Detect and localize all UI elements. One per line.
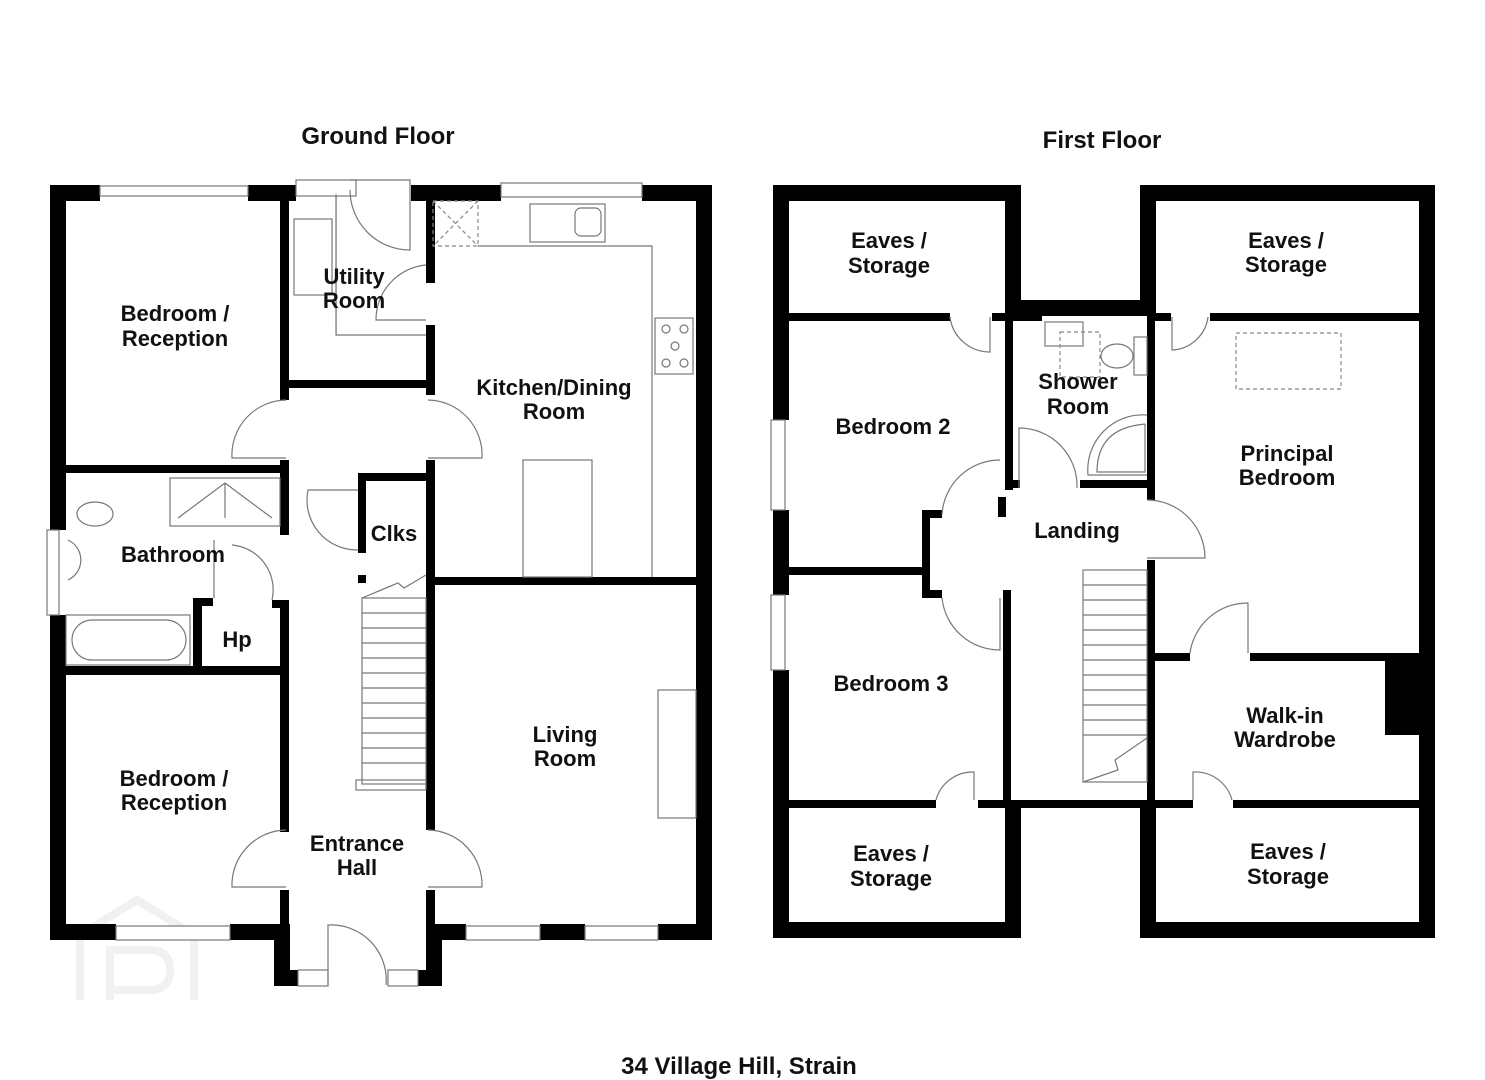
door-swing-icon [935, 771, 975, 801]
room-label-kitchen-line1: Kitchen/Dining [476, 375, 631, 400]
first-floor-walls [773, 185, 1435, 938]
door-swing-icon [231, 829, 287, 888]
kitchen-sink-icon [529, 203, 606, 243]
room-label-kitchen-line2: Room [523, 399, 585, 424]
room-label-clks: Clks [371, 521, 417, 546]
door-swing-icon [427, 829, 483, 888]
door-swing-icon [349, 179, 411, 251]
room-label-utility-line2: Room [323, 288, 385, 313]
room-label-living-line1: Living [533, 722, 598, 747]
shower-tray-icon [169, 477, 281, 527]
room-label-eaves-1-line1: Eaves / [851, 228, 927, 253]
room-label-eaves-3-line2: Storage [850, 866, 932, 891]
door-swing-icon [1171, 316, 1209, 351]
door-swing-icon [941, 597, 1001, 651]
ground-floor-windows [46, 179, 659, 987]
floor-title-ground: Ground Floor [301, 123, 454, 150]
first-floor-labels: First Floor Eaves / Storage Eaves / Stor… [834, 127, 1336, 891]
room-label-bedroom-2: Bedroom 2 [836, 414, 951, 439]
ground-floor-doors [231, 179, 483, 986]
door-swing-icon [375, 264, 427, 321]
first-floor-windows [770, 419, 786, 671]
room-label-principal-line1: Principal [1241, 441, 1334, 466]
door-swing-icon [427, 399, 483, 459]
basin-icon [1044, 321, 1084, 347]
utility-sink-icon [293, 218, 333, 296]
door-swing-icon [1192, 771, 1233, 801]
hob-extractor-icon [432, 200, 479, 247]
door-swing-icon [306, 489, 359, 551]
room-label-entrance-line1: Entrance [310, 831, 404, 856]
cooker-hob-icon [654, 317, 694, 375]
ground-floor-fixtures [65, 194, 697, 819]
door-swing-icon [1018, 427, 1078, 489]
address-caption: 34 Village Hill, Strain [621, 1053, 857, 1080]
room-label-eaves-2-line1: Eaves / [1248, 228, 1324, 253]
watermark-logo-icon [76, 895, 198, 1000]
room-label-wardrobe-line1: Walk-in [1246, 703, 1323, 728]
first-floor-stairs-icon [1082, 569, 1148, 783]
room-label-shower-line1: Shower [1038, 369, 1118, 394]
room-label-bedroom-reception2-line1: Bedroom / [120, 766, 229, 791]
ground-floor-walls [50, 185, 712, 986]
first-floor-fixtures [1044, 321, 1342, 476]
room-label-eaves-1-line2: Storage [848, 253, 930, 278]
room-label-bedroom-reception-line1: Bedroom / [121, 301, 230, 326]
door-swing-icon [231, 399, 287, 459]
room-label-hp: Hp [222, 627, 251, 652]
room-label-eaves-2-line2: Storage [1245, 252, 1327, 277]
room-label-entrance-line2: Hall [337, 855, 377, 880]
room-label-principal-line2: Bedroom [1239, 465, 1336, 490]
ground-floor-labels: Ground Floor Bedroom / Reception Utility… [120, 123, 632, 880]
door-swing-icon [949, 316, 991, 353]
rooflight-icon [1235, 332, 1342, 390]
room-label-eaves-4-line2: Storage [1247, 864, 1329, 889]
toilet-icon [76, 501, 114, 527]
door-swing-icon [1189, 602, 1249, 654]
first-floor-doors [935, 316, 1249, 801]
door-swing-icon [941, 459, 1001, 516]
first-floor-plan: First Floor Eaves / Storage Eaves / Stor… [770, 127, 1435, 938]
bath-icon [71, 619, 187, 661]
shower-enclosure-icon [1087, 414, 1148, 476]
room-label-eaves-3-line1: Eaves / [853, 841, 929, 866]
door-swing-icon [327, 924, 387, 986]
room-label-wardrobe-line2: Wardrobe [1234, 727, 1336, 752]
room-label-landing: Landing [1034, 518, 1120, 543]
basin-icon [67, 539, 82, 581]
ground-floor-plan: Ground Floor Bedroom / Reception Utility… [46, 123, 712, 987]
room-label-shower-line2: Room [1047, 394, 1109, 419]
room-label-bedroom-reception-line2: Reception [122, 326, 228, 351]
kitchen-island-icon [522, 459, 593, 578]
toilet-icon [1100, 343, 1134, 369]
ground-floor-stairs-icon [355, 574, 427, 791]
door-swing-icon [231, 544, 274, 601]
room-label-living-line2: Room [534, 746, 596, 771]
room-label-bedroom-3: Bedroom 3 [834, 671, 949, 696]
room-label-eaves-4-line1: Eaves / [1250, 839, 1326, 864]
room-label-utility-line1: Utility [323, 264, 385, 289]
door-swing-icon [1146, 499, 1206, 559]
room-label-bathroom: Bathroom [121, 542, 225, 567]
room-label-bedroom-reception2-line2: Reception [121, 790, 227, 815]
fireplace-icon [657, 689, 697, 819]
floor-title-first: First Floor [1043, 127, 1162, 154]
